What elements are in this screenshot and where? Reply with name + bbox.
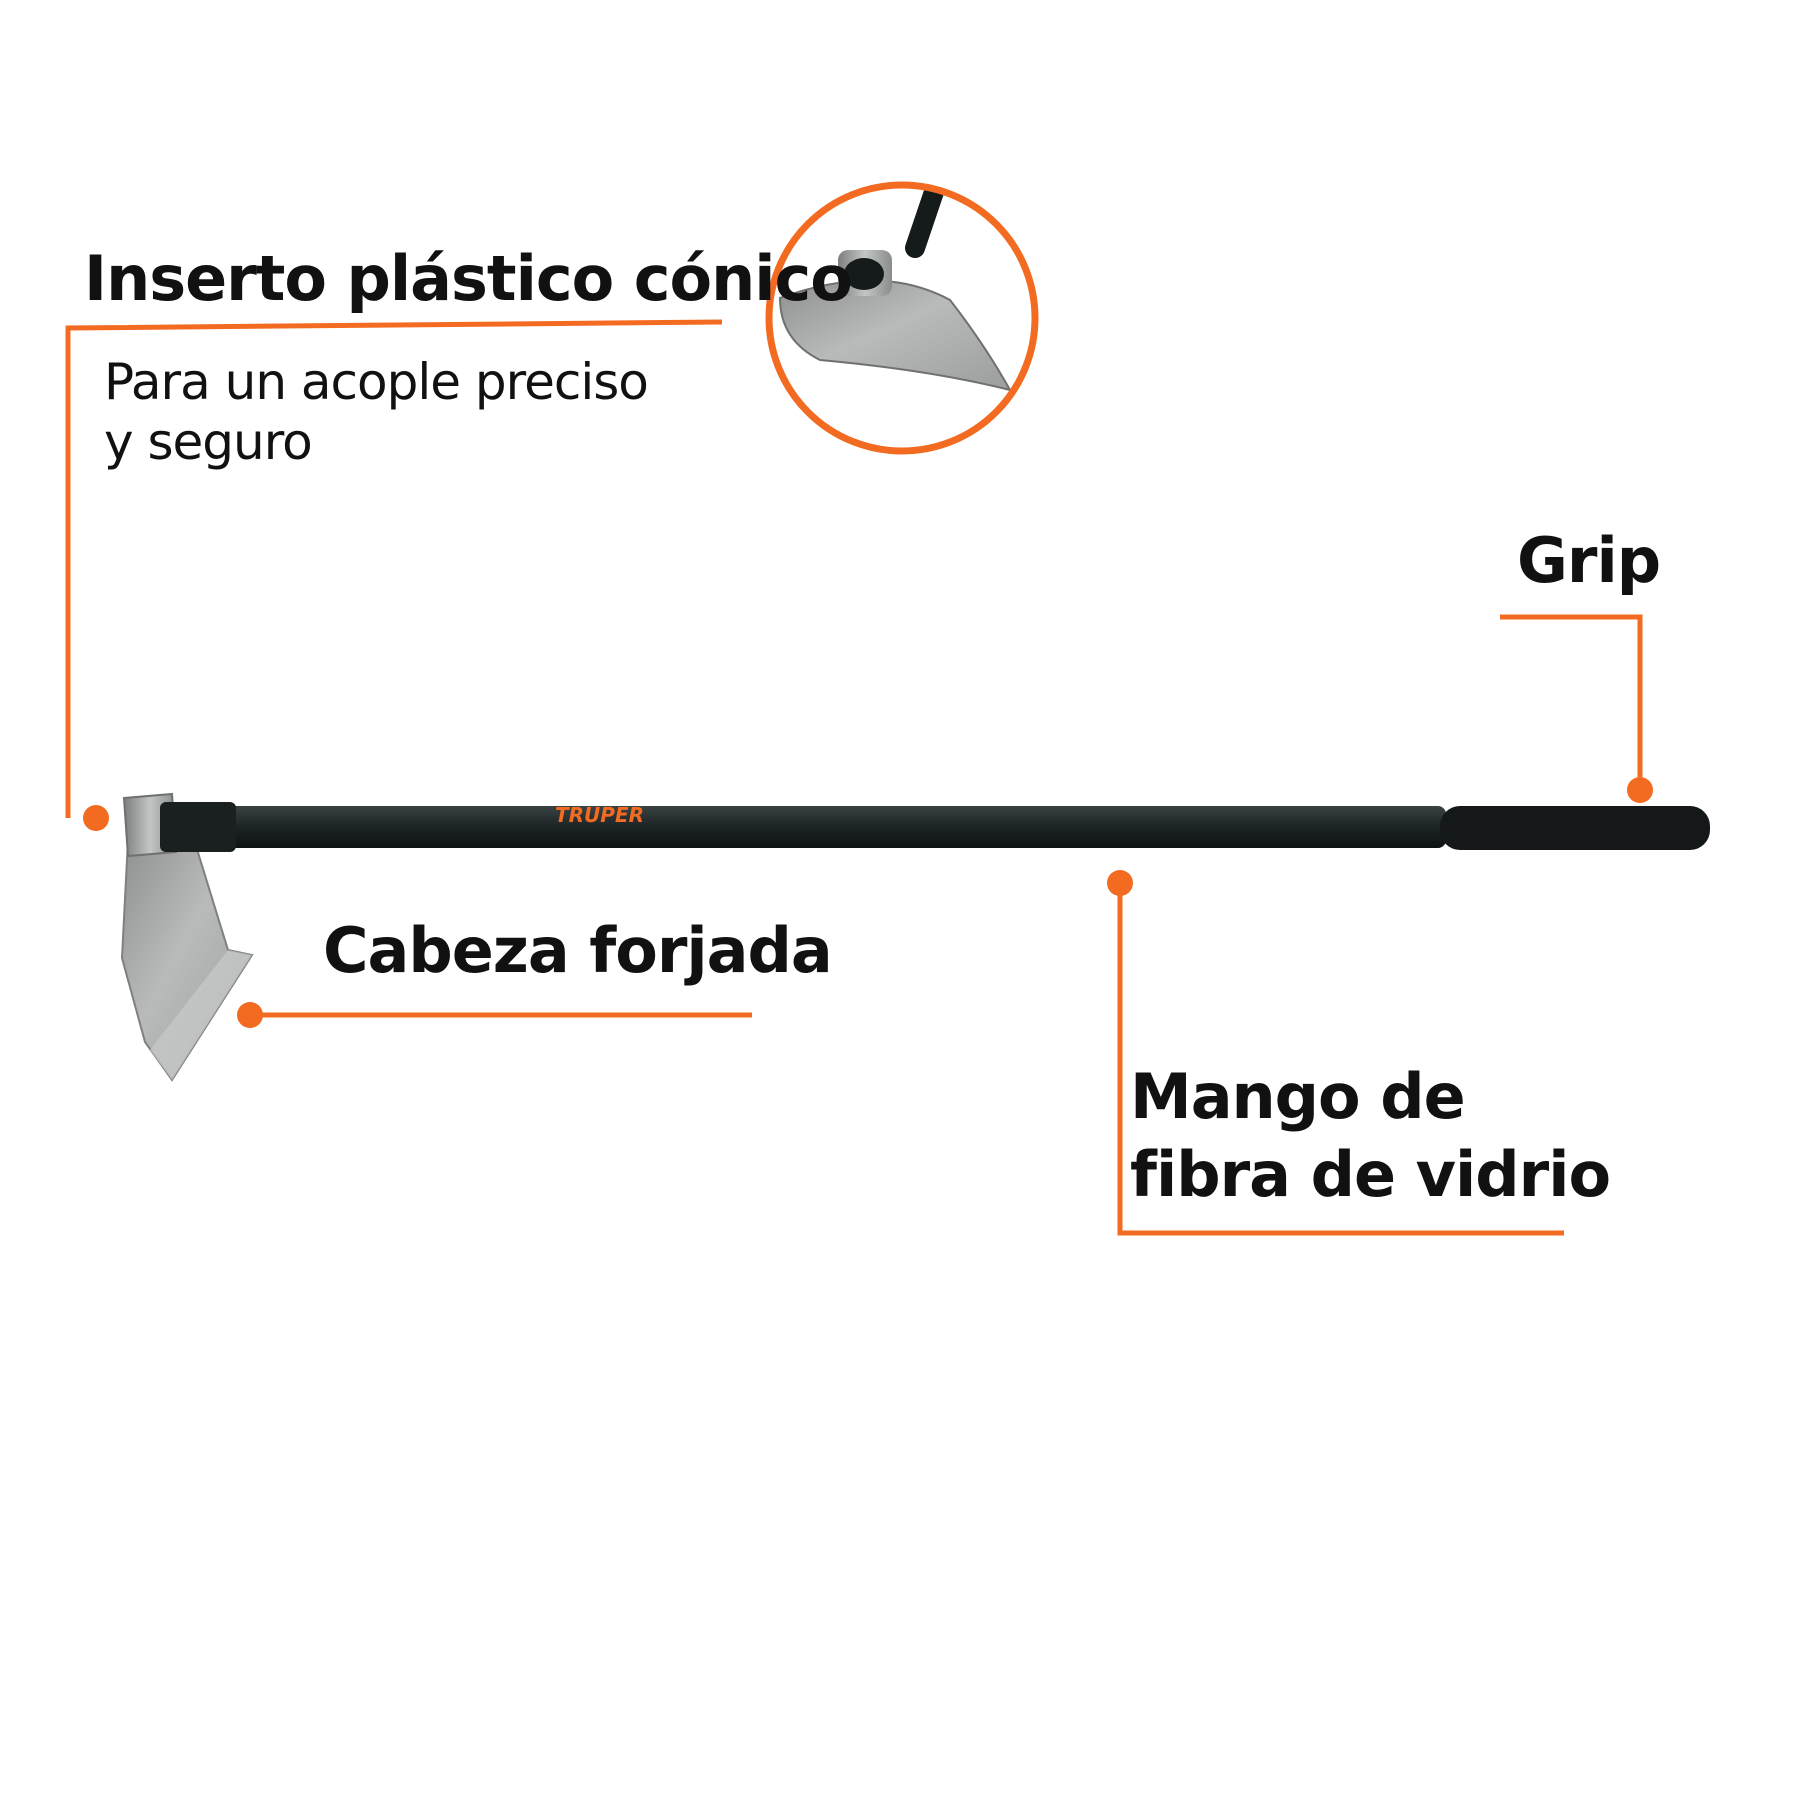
handle-leader-line xyxy=(1117,883,1564,1236)
zoom-circle-border xyxy=(765,181,1039,455)
handle-title-line: fibra de vidrio xyxy=(1130,1137,1611,1211)
grip-leader-line xyxy=(1500,614,1643,790)
handle-logo: TRUPER xyxy=(555,803,644,827)
grip xyxy=(1440,806,1710,850)
handle-shaft xyxy=(176,806,1446,848)
insert-leader-line xyxy=(65,319,723,818)
grip-leader-dot xyxy=(1627,777,1653,803)
grip-callout-title: Grip xyxy=(1517,524,1661,597)
insert-description-line: Para un acople preciso xyxy=(104,353,649,411)
handle-title-line: Mango de xyxy=(1130,1060,1466,1133)
handle-callout-title: Mango de fibra de vidrio xyxy=(1130,1058,1611,1213)
head-leader-dot xyxy=(237,1002,263,1028)
insert-description-line: y seguro xyxy=(104,413,313,471)
blade-edge xyxy=(150,950,252,1080)
insert-leader-dot xyxy=(83,805,109,831)
handle-leader-dot xyxy=(1107,870,1133,896)
head-callout-title: Cabeza forjada xyxy=(323,914,833,987)
insert-callout-description: Para un acople preciso y seguro xyxy=(104,352,649,472)
insert-callout-title: Inserto plástico cónico xyxy=(84,242,853,315)
conical-insert xyxy=(160,802,236,852)
